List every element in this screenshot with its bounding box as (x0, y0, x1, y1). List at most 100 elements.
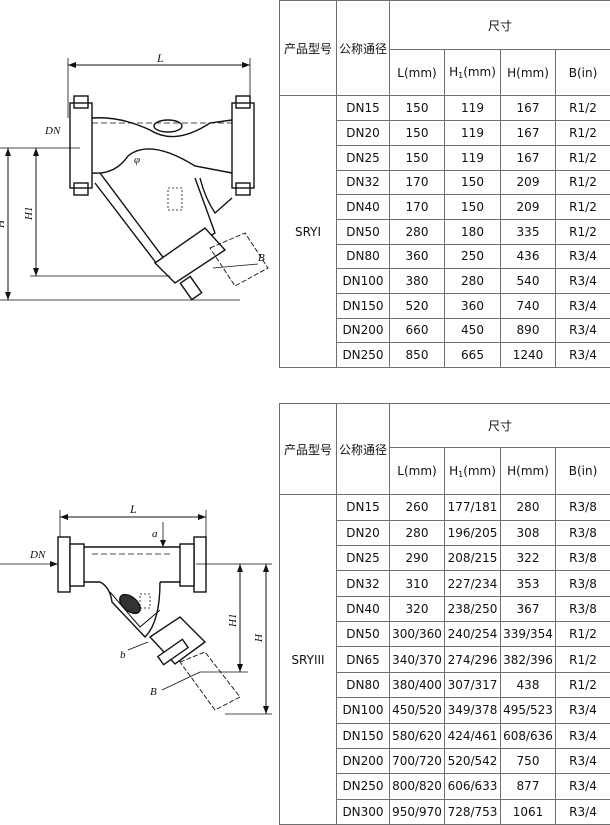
spec-table-sryi: 产品型号 公称通径 尺寸 L(mm) H1(mm) H(mm) B(in) SR… (279, 0, 610, 368)
L-cell: 150 (389, 95, 445, 122)
L-cell: 380 (389, 268, 445, 294)
H-cell: 1061 (500, 798, 556, 825)
L-cell: 300/360 (389, 621, 445, 648)
header-H: H(mm) (500, 49, 556, 97)
H-cell: 367 (500, 595, 556, 623)
H-cell: 322 (500, 545, 556, 572)
dim-label-L: L (129, 502, 137, 516)
nominal-diameter-cell: DN32 (336, 570, 390, 597)
nominal-diameter-cell: DN15 (336, 494, 390, 521)
L-cell: 170 (389, 169, 445, 196)
H-cell: 438 (500, 671, 556, 699)
nominal-diameter-cell: DN40 (336, 595, 390, 623)
B-cell: R3/4 (554, 317, 610, 344)
nominal-diameter-cell: DN50 (336, 621, 390, 648)
L-cell: 950/970 (389, 798, 445, 825)
nominal-diameter-cell: DN250 (336, 342, 390, 368)
dim-label-phi: φ (134, 154, 140, 166)
H1-cell: 196/205 (444, 519, 501, 547)
B-cell: R3/8 (554, 494, 610, 521)
L-cell: 340/370 (389, 646, 445, 673)
B-cell: R3/4 (554, 798, 610, 825)
H1-cell: 180 (444, 218, 501, 245)
header-H1: H1(mm) (444, 49, 501, 97)
H1-cell: 606/633 (444, 773, 501, 800)
dim-label-H: H (253, 633, 265, 643)
H-cell: 740 (500, 292, 556, 319)
model-cell: SRYI (279, 95, 337, 368)
H-cell: 167 (500, 95, 556, 122)
nominal-diameter-cell: DN200 (336, 747, 390, 775)
H1-cell: 360 (444, 292, 501, 319)
model-cell: SRYIII (279, 494, 337, 825)
B-cell: R3/4 (554, 747, 610, 775)
header-model: 产品型号 (279, 0, 337, 97)
H1-cell: 349/378 (444, 697, 501, 724)
nominal-diameter-cell: DN80 (336, 243, 390, 270)
header-H: H(mm) (500, 446, 556, 496)
H1-cell: 424/461 (444, 722, 501, 749)
nominal-diameter-cell: DN200 (336, 317, 390, 344)
dim-label-B: B (150, 686, 157, 698)
H1-cell: 150 (444, 194, 501, 220)
dim-label-DN: DN (44, 125, 61, 137)
H-cell: 353 (500, 570, 556, 597)
H1-cell: 450 (444, 317, 501, 344)
H1-cell: 150 (444, 169, 501, 196)
H-cell: 750 (500, 747, 556, 775)
H1-cell: 208/215 (444, 545, 501, 572)
nominal-diameter-cell: DN100 (336, 697, 390, 724)
nominal-diameter-cell: DN20 (336, 120, 390, 146)
nominal-diameter-cell: DN65 (336, 646, 390, 673)
H-cell: 877 (500, 773, 556, 800)
L-cell: 280 (389, 519, 445, 547)
H1-cell: 520/542 (444, 747, 501, 775)
L-cell: 850 (389, 342, 445, 368)
nominal-diameter-cell: DN150 (336, 292, 390, 319)
dim-label-a: a (152, 528, 158, 540)
H-cell: 540 (500, 268, 556, 294)
L-cell: 150 (389, 144, 445, 171)
header-model: 产品型号 (279, 402, 337, 496)
nominal-diameter-cell: DN25 (336, 545, 390, 572)
H-cell: 280 (500, 494, 556, 521)
H1-cell: 665 (444, 342, 501, 368)
H-cell: 495/523 (500, 697, 556, 724)
H-cell: 890 (500, 317, 556, 344)
L-cell: 150 (389, 120, 445, 146)
L-cell: 310 (389, 570, 445, 597)
H-cell: 167 (500, 120, 556, 146)
nominal-diameter-cell: DN80 (336, 671, 390, 699)
dim-label-H1: H1 (227, 614, 239, 628)
H-cell: 382/396 (500, 646, 556, 673)
header-B: B(in) (554, 446, 610, 496)
H-cell: 308 (500, 519, 556, 547)
B-cell: R1/2 (554, 646, 610, 673)
spec-table-sryiii: 产品型号 公称通径 尺寸 L(mm) H1(mm) H(mm) B(in) SR… (279, 402, 610, 825)
L-cell: 660 (389, 317, 445, 344)
strainer-drawing-sryi: L B DN φ H (0, 38, 270, 318)
B-cell: R1/2 (554, 169, 610, 196)
B-cell: R3/4 (554, 773, 610, 800)
dim-label-DN: DN (29, 549, 46, 561)
header-L: L(mm) (389, 49, 445, 97)
B-cell: R1/2 (554, 621, 610, 648)
B-cell: R3/4 (554, 243, 610, 270)
